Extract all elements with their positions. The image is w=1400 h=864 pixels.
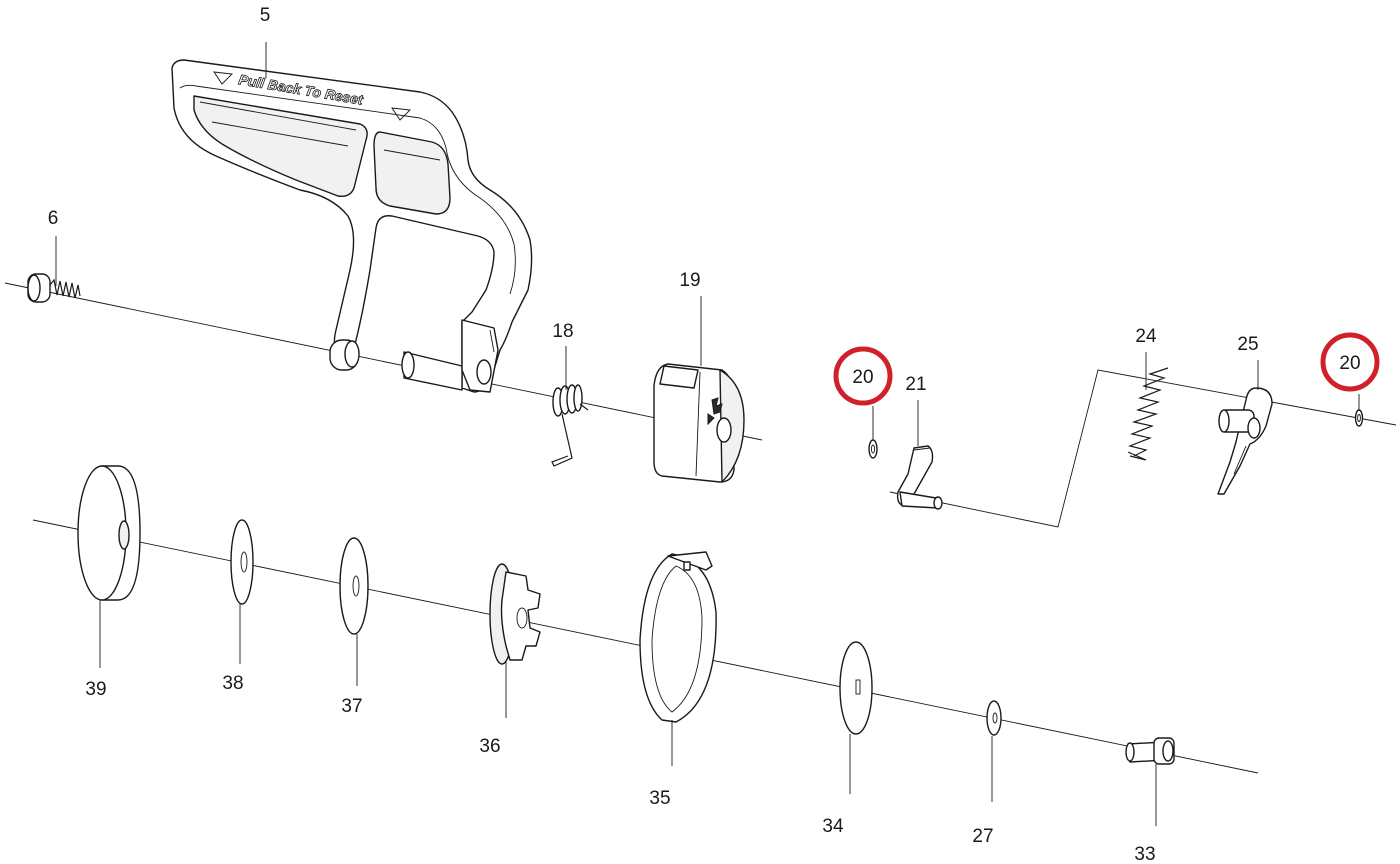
washer-38 xyxy=(230,519,254,605)
label-27: 27 xyxy=(972,826,993,847)
spring-leg-bottom xyxy=(551,413,573,467)
part-20-ring-left xyxy=(868,439,878,459)
pawl-hole xyxy=(1247,417,1261,439)
housing-hub xyxy=(716,417,732,443)
part-6-screw xyxy=(27,273,81,303)
housing-detail xyxy=(707,413,715,426)
washer-27 xyxy=(986,700,1002,736)
label-24: 24 xyxy=(1135,326,1157,347)
housing-top-tab xyxy=(659,365,699,389)
screw-thread xyxy=(49,278,81,299)
part-20-ring-right xyxy=(1354,409,1364,427)
handle-inner-edge xyxy=(179,84,516,295)
label-36: 36 xyxy=(479,736,500,757)
axis-upper-right xyxy=(889,369,1397,528)
part-35-clamp-ring xyxy=(639,551,717,723)
housing-side-face xyxy=(719,369,745,483)
part-19-ratchet-housing xyxy=(653,363,745,483)
arrow-right-icon xyxy=(391,107,411,121)
housing-edge-line xyxy=(695,371,701,477)
washer-27-hole xyxy=(992,712,998,724)
clamp-slot xyxy=(683,561,691,571)
ring-right-inner xyxy=(1357,414,1361,422)
spring-coil-4 xyxy=(573,384,583,412)
handle-left-opening xyxy=(193,95,368,198)
washer-37 xyxy=(339,537,369,635)
part-37-washer xyxy=(339,537,369,635)
handle-right-opening xyxy=(373,131,451,215)
ring-left-outer xyxy=(868,439,878,459)
label-18: 18 xyxy=(552,321,573,342)
spring-coils xyxy=(1128,367,1169,457)
clamp-outer xyxy=(639,553,717,723)
lever-pin xyxy=(899,491,939,509)
label-5: 5 xyxy=(260,5,271,26)
ring-right-outer xyxy=(1354,409,1364,427)
part-25-pawl xyxy=(1217,387,1273,495)
part-36-gear xyxy=(489,563,541,665)
label-6: 6 xyxy=(48,208,59,229)
handle-right-hub-hole xyxy=(476,359,492,385)
clamp-tab xyxy=(667,551,713,571)
part-24-coil-spring xyxy=(1127,367,1169,461)
screw-head-face xyxy=(27,274,41,302)
bushing-end xyxy=(1125,742,1135,762)
leader-lines xyxy=(55,42,1360,826)
label-39: 39 xyxy=(85,679,106,700)
part-5-reset-handle: Pull Back To Reset xyxy=(171,59,533,393)
housing-ratchet-teeth xyxy=(711,397,723,415)
pawl-pivot-end xyxy=(1218,409,1230,433)
label-35: 35 xyxy=(649,788,670,809)
label-38: 38 xyxy=(222,673,243,694)
part-21-cam-lever xyxy=(896,445,943,510)
roller-hub xyxy=(118,520,130,550)
spring-bottom xyxy=(1127,451,1147,461)
axis-upper-left xyxy=(4,282,763,441)
handle-rib-3 xyxy=(383,149,441,161)
label-20b: 20 xyxy=(1339,353,1360,374)
part-18-torsion-spring xyxy=(551,384,589,467)
assembly-axes xyxy=(4,282,1397,774)
washer-37-hole xyxy=(352,575,360,597)
ring-left-inner xyxy=(870,444,876,454)
gear-teeth xyxy=(500,571,541,661)
label-37: 37 xyxy=(341,696,362,717)
highlight-circle-20a xyxy=(833,346,893,406)
label-33: 33 xyxy=(1134,844,1155,864)
part-27-washer xyxy=(986,700,1002,736)
clamp-inner xyxy=(651,565,703,713)
handle-hub-detail xyxy=(489,329,495,353)
label-34: 34 xyxy=(822,816,844,837)
part-39-roller xyxy=(77,465,141,601)
pawl-edge xyxy=(1233,445,1247,475)
handle-rib-1 xyxy=(199,101,357,131)
part-33-bushing xyxy=(1125,737,1175,765)
label-19: 19 xyxy=(679,270,700,291)
part-34-washer xyxy=(839,641,873,735)
lever-top-edge xyxy=(913,447,931,451)
highlight-circle-20b xyxy=(1320,332,1380,392)
label-25: 25 xyxy=(1237,334,1258,355)
handle-left-pivot-face xyxy=(344,340,360,368)
handle-shaft-end xyxy=(401,351,415,379)
label-21: 21 xyxy=(905,374,926,395)
label-20a: 20 xyxy=(852,367,873,388)
spring-leg-top xyxy=(579,403,589,411)
washer-38-hole xyxy=(240,551,248,573)
pawl-body xyxy=(1217,387,1273,495)
lever-pin-end xyxy=(933,496,943,510)
washer-34-slot xyxy=(855,679,861,695)
highlight-rings xyxy=(833,332,1380,406)
callout-labels: 5 6 18 19 20 21 24 25 20 39 38 37 36 35 … xyxy=(48,5,1361,864)
bushing-head-face xyxy=(1162,740,1174,762)
gear-hub xyxy=(516,607,528,629)
part-38-washer xyxy=(230,519,254,605)
arrow-left-icon xyxy=(213,71,233,85)
handle-rib-2 xyxy=(211,121,349,147)
